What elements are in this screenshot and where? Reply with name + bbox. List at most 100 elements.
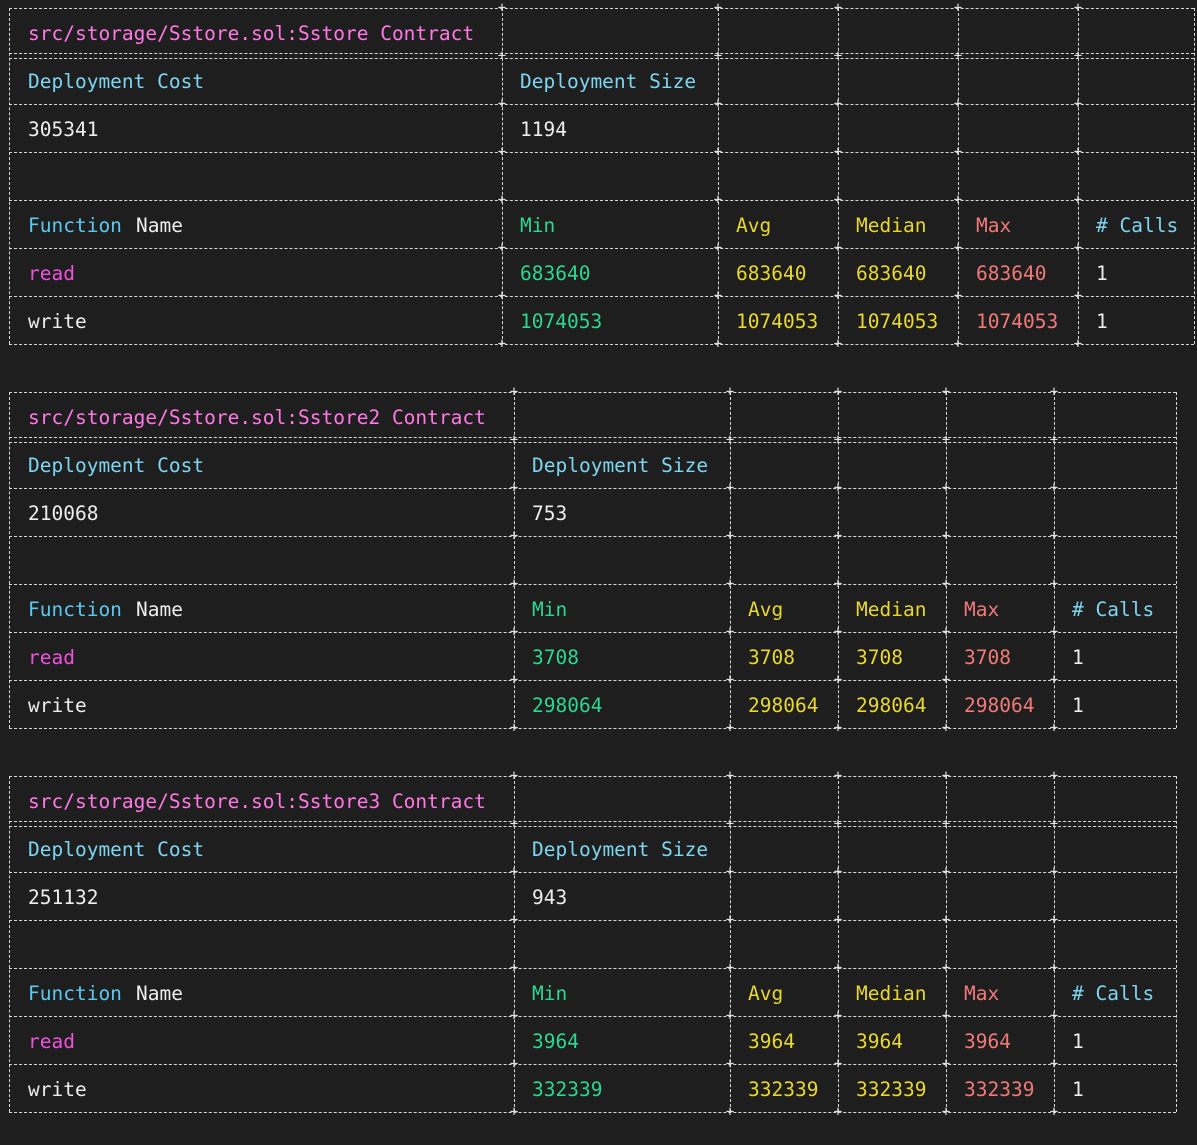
table-border-horizontal bbox=[9, 344, 1194, 345]
table-junction: + bbox=[833, 816, 843, 832]
function-name: read bbox=[28, 646, 75, 669]
table-junction: + bbox=[1073, 240, 1083, 256]
calls-header: # Calls bbox=[1096, 214, 1179, 237]
contract-title-row: src/storage/Sstore.sol:Sstore2 Contract bbox=[6, 392, 1179, 440]
table-junction: + bbox=[509, 432, 519, 448]
median-value: 1074053 bbox=[856, 310, 939, 333]
empty-row bbox=[6, 152, 1197, 200]
calls-value: 1 bbox=[1096, 310, 1108, 333]
table-border-vertical bbox=[730, 392, 731, 728]
table-junction: + bbox=[1073, 96, 1083, 112]
name-label: Name bbox=[136, 598, 183, 621]
calls-value: 1 bbox=[1072, 694, 1084, 717]
table-junction: + bbox=[953, 0, 963, 16]
table-junction: + bbox=[725, 1104, 735, 1120]
table-border-horizontal bbox=[9, 152, 1194, 153]
table-border-horizontal bbox=[9, 680, 1176, 681]
table-junction: + bbox=[833, 336, 843, 352]
table-junction: + bbox=[1049, 384, 1059, 400]
table-border-horizontal bbox=[9, 392, 1176, 393]
table-junction: + bbox=[941, 1104, 951, 1120]
table-border-vertical bbox=[958, 8, 959, 344]
table-border-vertical bbox=[1054, 392, 1055, 728]
table-junction: + bbox=[941, 576, 951, 592]
min-header: Min bbox=[532, 982, 568, 1005]
table-border-vertical bbox=[9, 776, 10, 1112]
table-junction: + bbox=[833, 576, 843, 592]
table-border-horizontal bbox=[9, 632, 1176, 633]
table-junction: + bbox=[509, 672, 519, 688]
function-label: Function bbox=[28, 598, 122, 621]
table-junction: + bbox=[833, 1056, 843, 1072]
deployment-size-value: 753 bbox=[532, 502, 568, 525]
avg-header: Avg bbox=[748, 598, 784, 621]
min-value: 298064 bbox=[532, 694, 603, 717]
table-border-vertical bbox=[946, 776, 947, 1112]
min-header: Min bbox=[520, 214, 556, 237]
deployment-size-label: Deployment Size bbox=[532, 838, 709, 861]
name-label: Name bbox=[136, 214, 183, 237]
table-border-horizontal bbox=[9, 248, 1194, 249]
deployment-cost-label: Deployment Cost bbox=[28, 70, 205, 93]
max-header: Max bbox=[964, 982, 1000, 1005]
median-value: 332339 bbox=[856, 1078, 927, 1101]
calls-value: 1 bbox=[1072, 1078, 1084, 1101]
table-junction: + bbox=[713, 240, 723, 256]
table-junction: + bbox=[833, 432, 843, 448]
function-row-read: read 3964 3964 3964 3964 1 bbox=[6, 1016, 1179, 1064]
table-border-vertical bbox=[502, 8, 503, 344]
min-value: 332339 bbox=[532, 1078, 603, 1101]
calls-header: # Calls bbox=[1072, 598, 1155, 621]
table-junction: + bbox=[725, 912, 735, 928]
table-junction: + bbox=[941, 720, 951, 736]
table-border-horizontal bbox=[9, 728, 1176, 729]
table-border-vertical bbox=[9, 8, 10, 344]
table-junction: + bbox=[1049, 624, 1059, 640]
table-border-horizontal bbox=[9, 53, 1194, 59]
table-border-vertical bbox=[1054, 776, 1055, 1112]
table-junction: + bbox=[953, 240, 963, 256]
gas-report-table: src/storage/Sstore.sol:Sstore Contract D… bbox=[6, 1, 1197, 356]
deployment-cost-value: 251132 bbox=[28, 886, 99, 909]
table-junction: + bbox=[941, 528, 951, 544]
table-junction: + bbox=[1049, 960, 1059, 976]
table-junction: + bbox=[833, 528, 843, 544]
table-junction: + bbox=[725, 1008, 735, 1024]
table-junction: + bbox=[953, 144, 963, 160]
table-junction: + bbox=[509, 720, 519, 736]
table-junction: + bbox=[497, 0, 507, 16]
table-junction: + bbox=[941, 912, 951, 928]
table-junction: + bbox=[509, 1104, 519, 1120]
function-row-read: read 3708 3708 3708 3708 1 bbox=[6, 632, 1179, 680]
table-border-horizontal bbox=[9, 1064, 1176, 1065]
table-junction: + bbox=[497, 144, 507, 160]
table-junction: + bbox=[833, 240, 843, 256]
deployment-values-row: 305341 1194 bbox=[6, 104, 1197, 152]
deployment-cost-label: Deployment Cost bbox=[28, 454, 205, 477]
table-junction: + bbox=[1073, 336, 1083, 352]
table-junction: + bbox=[833, 96, 843, 112]
max-header: Max bbox=[964, 598, 1000, 621]
table-junction: + bbox=[509, 864, 519, 880]
table-junction: + bbox=[953, 288, 963, 304]
table-junction: + bbox=[1049, 1056, 1059, 1072]
table-junction: + bbox=[497, 96, 507, 112]
table-junction: + bbox=[1049, 1104, 1059, 1120]
table-border-horizontal bbox=[9, 200, 1194, 201]
table-junction: + bbox=[953, 336, 963, 352]
table-junction: + bbox=[1049, 864, 1059, 880]
table-junction: + bbox=[833, 384, 843, 400]
table-junction: + bbox=[509, 576, 519, 592]
table-border-vertical bbox=[1078, 8, 1079, 344]
table-junction: + bbox=[497, 240, 507, 256]
avg-header: Avg bbox=[748, 982, 784, 1005]
table-border-vertical bbox=[514, 392, 515, 728]
table-border-horizontal bbox=[9, 8, 1194, 9]
function-header-row: Function Name Min Avg Median Max # Calls bbox=[6, 968, 1179, 1016]
max-value: 298064 bbox=[964, 694, 1035, 717]
table-junction: + bbox=[833, 480, 843, 496]
median-value: 3708 bbox=[856, 646, 903, 669]
table-junction: + bbox=[833, 720, 843, 736]
table-junction: + bbox=[833, 0, 843, 16]
table-junction: + bbox=[497, 192, 507, 208]
